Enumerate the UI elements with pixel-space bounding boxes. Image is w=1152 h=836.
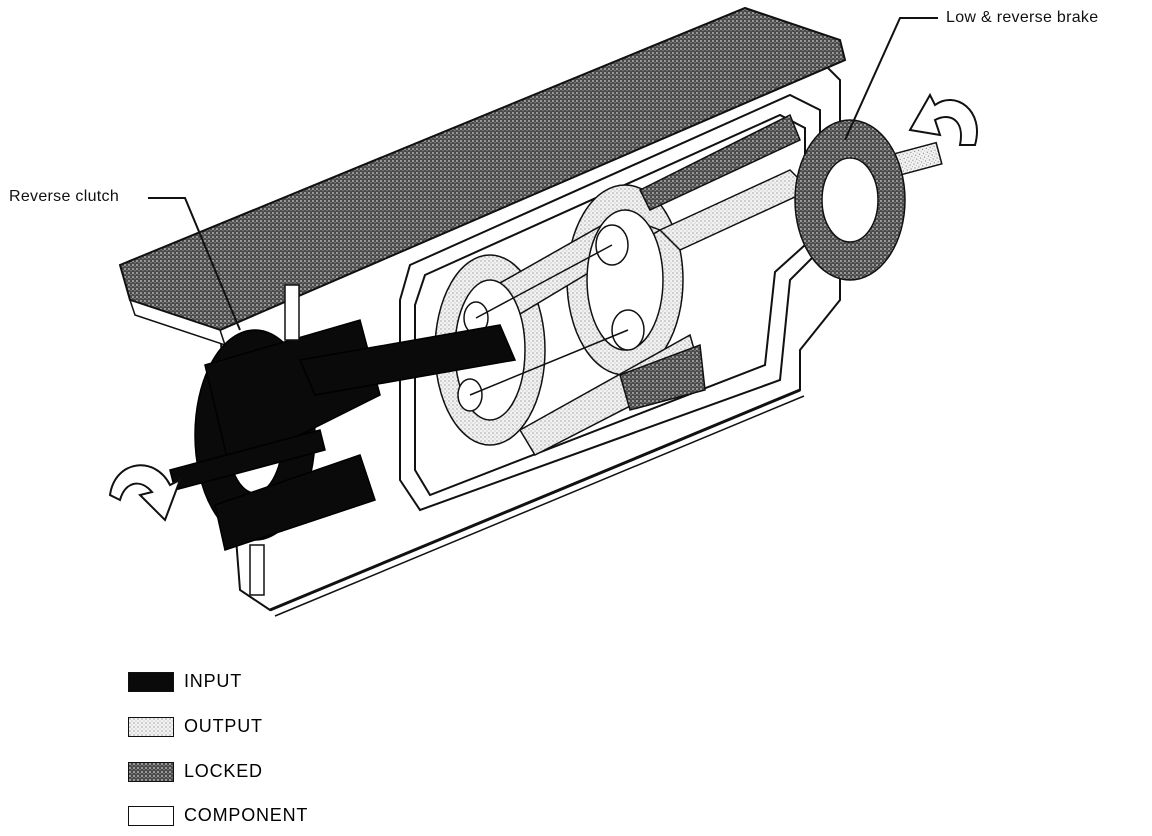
low-reverse-brake	[619, 113, 906, 411]
curved-arrow-icon	[908, 92, 978, 146]
legend-label-output: OUTPUT	[184, 716, 263, 736]
legend-label-input: INPUT	[184, 671, 242, 691]
legend-item-input: INPUT	[128, 670, 368, 694]
input-swatch	[128, 672, 174, 692]
legend-label-component: COMPONENT	[184, 805, 309, 825]
locked-housing-band	[118, 6, 847, 347]
callout-leaders	[148, 17, 938, 331]
output-swatch	[128, 717, 174, 737]
legend-item-output: OUTPUT	[128, 715, 368, 739]
input-reverse-clutch	[169, 319, 517, 551]
locked-swatch	[128, 762, 174, 782]
component-swatch	[128, 806, 174, 826]
support-legs	[249, 284, 300, 596]
callout-reverse-clutch: Reverse clutch	[9, 188, 120, 205]
legend-item-component: COMPONENT	[128, 804, 368, 828]
legend-item-locked: LOCKED	[128, 760, 368, 784]
callout-low-reverse-brake: Low & reverse brake	[946, 9, 1099, 26]
curved-arrow-icon	[108, 464, 182, 522]
legend-label-locked: LOCKED	[184, 761, 263, 781]
